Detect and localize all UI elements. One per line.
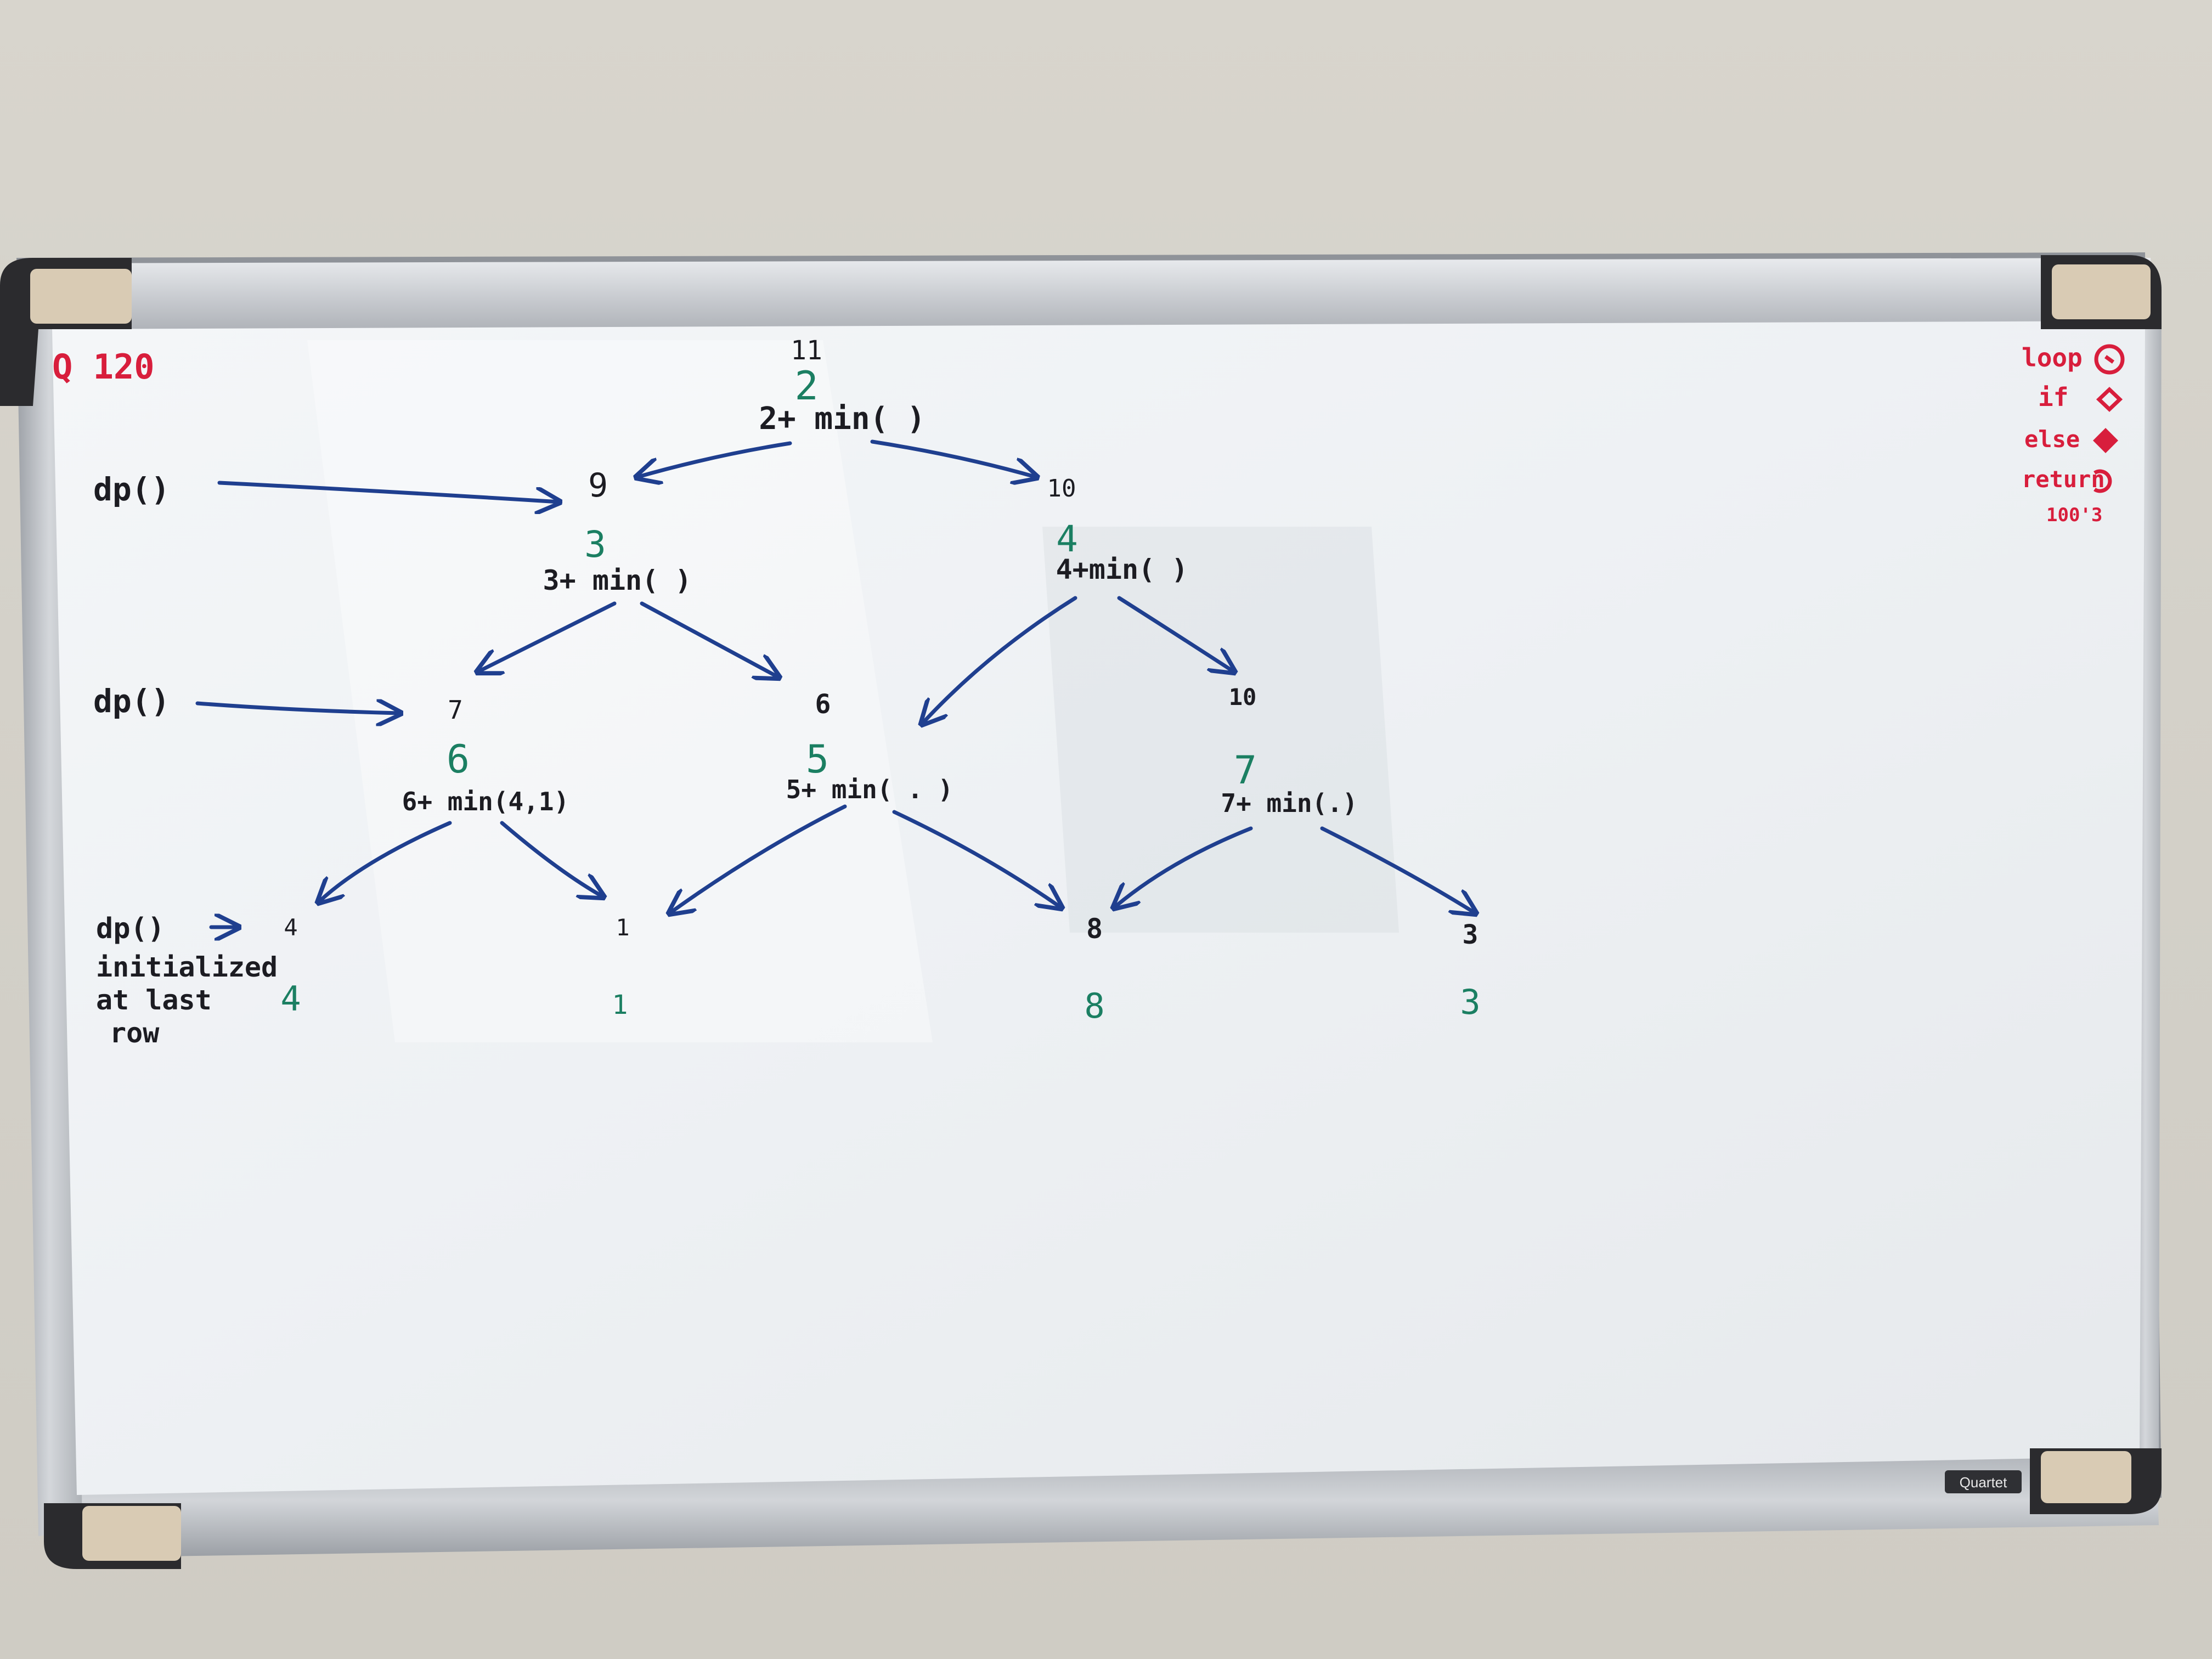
dp-label-1: dp() <box>93 471 170 508</box>
init-note-line2: at last <box>96 984 212 1016</box>
loop-icon <box>2094 344 2125 375</box>
root-expression: 2+ min( ) <box>759 401 925 437</box>
arrow-l2a-left <box>318 821 452 902</box>
tree-arrows <box>195 439 1476 927</box>
leaf-3-total: 3 <box>1463 919 1479 950</box>
arrow-l1-right-a <box>922 596 1077 724</box>
leaf-1-value: 1 <box>612 990 628 1020</box>
red-notes: Q 120 loop if else return 100'3 <box>52 343 2125 526</box>
legend-if: if <box>2038 382 2068 412</box>
corner-bottom-right <box>2030 1448 2162 1514</box>
arrow-dp2 <box>195 703 400 713</box>
leaf-2-value: 8 <box>1084 986 1104 1026</box>
arrow-l2b-right <box>892 810 1062 908</box>
legend-else: else <box>2024 426 2080 453</box>
dp-label-2: dp() <box>93 682 170 720</box>
side-labels: dp() dp() dp() initialized at last row <box>93 471 278 1049</box>
l1-left-expression: 3+ min( ) <box>543 565 692 596</box>
legend-loop: loop <box>2022 343 2083 373</box>
arrow-l2b-left <box>669 804 847 913</box>
question-number: Q 120 <box>52 347 155 387</box>
arrow-l1-right-b <box>1117 596 1234 672</box>
l2-c-value: 7 <box>1234 748 1257 793</box>
arrow-root-right <box>870 439 1037 477</box>
brand-logo: Quartet <box>1960 1474 2007 1491</box>
dp-label-3: dp() <box>96 912 165 945</box>
l2-b-total: 6 <box>815 689 831 720</box>
l2-a-total: 7 <box>448 695 463 725</box>
board-surface <box>52 321 2145 1495</box>
leaf-0-total: 4 <box>284 914 297 941</box>
l2-c-total: 10 <box>1229 684 1257 710</box>
corner-bottom-left <box>44 1503 181 1569</box>
top-total: 11 <box>791 335 822 366</box>
leaf-0-value: 4 <box>280 979 301 1019</box>
l1-right-expression: 4+min( ) <box>1056 554 1188 585</box>
legend-return: return <box>2022 466 2105 493</box>
l1-left-total: 9 <box>588 466 608 505</box>
tree-text: 11 2 2+ min( ) 9 10 3 4 3+ min( ) 4+min(… <box>280 335 1480 1026</box>
arrow-root-left <box>636 441 792 477</box>
root-value: 2 <box>794 363 818 409</box>
else-diamond-icon <box>2093 428 2118 453</box>
corner-top-right <box>2041 255 2162 329</box>
corner-top-left <box>0 258 132 406</box>
arrow-l2c-right <box>1320 826 1476 913</box>
legend-code: 100'3 <box>2046 504 2102 526</box>
l2-b-expression: 5+ min( . ) <box>786 775 953 804</box>
arrow-l2a-right <box>500 821 603 897</box>
leaf-1-total: 1 <box>616 914 629 941</box>
leaf-3-value: 3 <box>1460 982 1480 1022</box>
l2-b-value: 5 <box>806 737 829 782</box>
l1-left-value: 3 <box>584 523 606 566</box>
l2-c-expression: 7+ min(.) <box>1221 788 1357 818</box>
arrow-l1-left-a <box>477 601 617 672</box>
arrow-dp1 <box>217 481 560 502</box>
glare <box>307 340 933 1042</box>
brand-plate <box>1945 1470 2022 1493</box>
init-note-line1: initialized <box>96 951 278 983</box>
board-frame: Quartet <box>0 252 2162 1569</box>
init-note-line3: row <box>110 1017 160 1049</box>
return-icon <box>2094 469 2112 493</box>
if-diamond-icon <box>2096 387 2123 412</box>
leaf-2-total: 8 <box>1086 913 1103 945</box>
l1-right-value: 4 <box>1056 518 1078 560</box>
arrow-l1-left-b <box>640 601 779 678</box>
l1-right-total: 10 <box>1047 475 1076 503</box>
l2-a-expression: 6+ min(4,1) <box>402 787 569 816</box>
l2-a-value: 6 <box>447 737 470 782</box>
glare-2 <box>1042 527 1399 933</box>
arrow-l2c-left <box>1114 826 1253 908</box>
